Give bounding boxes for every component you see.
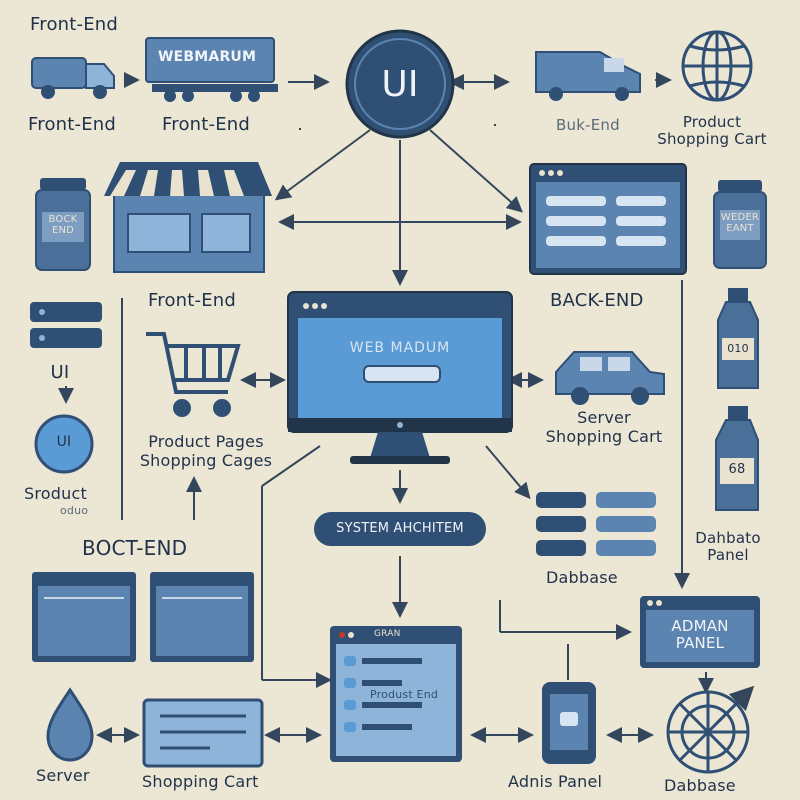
- bottle2-text: 68: [728, 462, 746, 477]
- ui-small-circle-text: UI: [56, 434, 72, 450]
- ui-small-circle-icon: [34, 414, 94, 474]
- produst-end-text: Produst End: [370, 688, 439, 701]
- adnis-panel-label: Adnis Panel: [508, 772, 603, 791]
- jar-icon-left: [35, 178, 91, 271]
- admin-panel-icon: [640, 596, 760, 668]
- water-drop-icon: [46, 687, 94, 762]
- front-end-top-label: Front-End: [30, 14, 119, 35]
- shopping-cart-bottom-label: Shopping Cart: [142, 772, 259, 791]
- jar-right-text: WEDER EANT: [720, 212, 760, 234]
- compass-icon: [666, 685, 755, 774]
- system-architecture-pill: [314, 512, 486, 546]
- sroduct-sub-label: oduo: [60, 504, 89, 517]
- jar-icon-right: [713, 180, 767, 269]
- product-pages-label: Product Pages Shopping Cages: [139, 432, 273, 470]
- webmarum-truck-text: WEBMARUM: [158, 49, 257, 65]
- monitor-icon: [287, 291, 513, 464]
- window-panel-right: [150, 572, 254, 662]
- ui-left-label: UI: [50, 362, 70, 383]
- car-icon: [555, 351, 665, 405]
- server-rack-icon: [30, 302, 102, 348]
- sroduct-label: Sroduct: [24, 484, 87, 503]
- storefront-icon: [104, 162, 272, 273]
- admin-panel-text: ADMAN PANEL: [671, 617, 729, 652]
- monitor-screen-text: WEB MADUM: [349, 340, 451, 356]
- browser-window-icon: [529, 163, 687, 275]
- phone-icon: [542, 682, 596, 764]
- boct-end-label: BOCT-END: [82, 536, 188, 560]
- bottle1-text: 010: [727, 342, 749, 355]
- dabbase-bottom-label: Dabbase: [664, 776, 736, 795]
- system-architecture-text: SYSTEM AHCHITEM: [336, 521, 464, 536]
- back-end-top-label: Buk-End: [556, 116, 620, 134]
- window-tab-text: GRAN: [374, 629, 401, 639]
- list-window-icon: [330, 626, 462, 762]
- window-panel-left: [32, 572, 136, 662]
- front-end-store-label: Front-End: [148, 290, 237, 311]
- database-panel-icon: [536, 492, 656, 556]
- jar-left-text: BOCK END: [48, 214, 78, 236]
- bottle-icon-2: [715, 406, 759, 511]
- front-end-left-label: Front-End: [28, 114, 117, 135]
- front-end-mid-label: Front-End: [162, 114, 251, 135]
- truck-icon: [31, 57, 115, 99]
- globe-icon: [681, 30, 753, 102]
- connectors: [58, 72, 714, 743]
- dabbase-label: Dabbase: [546, 568, 618, 587]
- back-end-right-label: BACK-END: [550, 290, 644, 311]
- van-icon: [535, 51, 641, 101]
- dahbato-panel-label: Dahbato Panel: [695, 529, 761, 564]
- form-window-icon: [142, 698, 264, 768]
- ui-main-text: UI: [381, 64, 419, 105]
- product-shopping-cart-top-label: Product Shopping Cart: [657, 113, 767, 148]
- server-bottom-label: Server: [36, 766, 90, 785]
- server-shopping-cart-label: Server Shopping Cart: [545, 408, 663, 446]
- ui-circle-icon: [345, 29, 455, 139]
- bottle-icon-1: [717, 288, 759, 389]
- webmarum-truck-icon: [145, 37, 278, 102]
- shopping-cart-icon: [146, 332, 241, 417]
